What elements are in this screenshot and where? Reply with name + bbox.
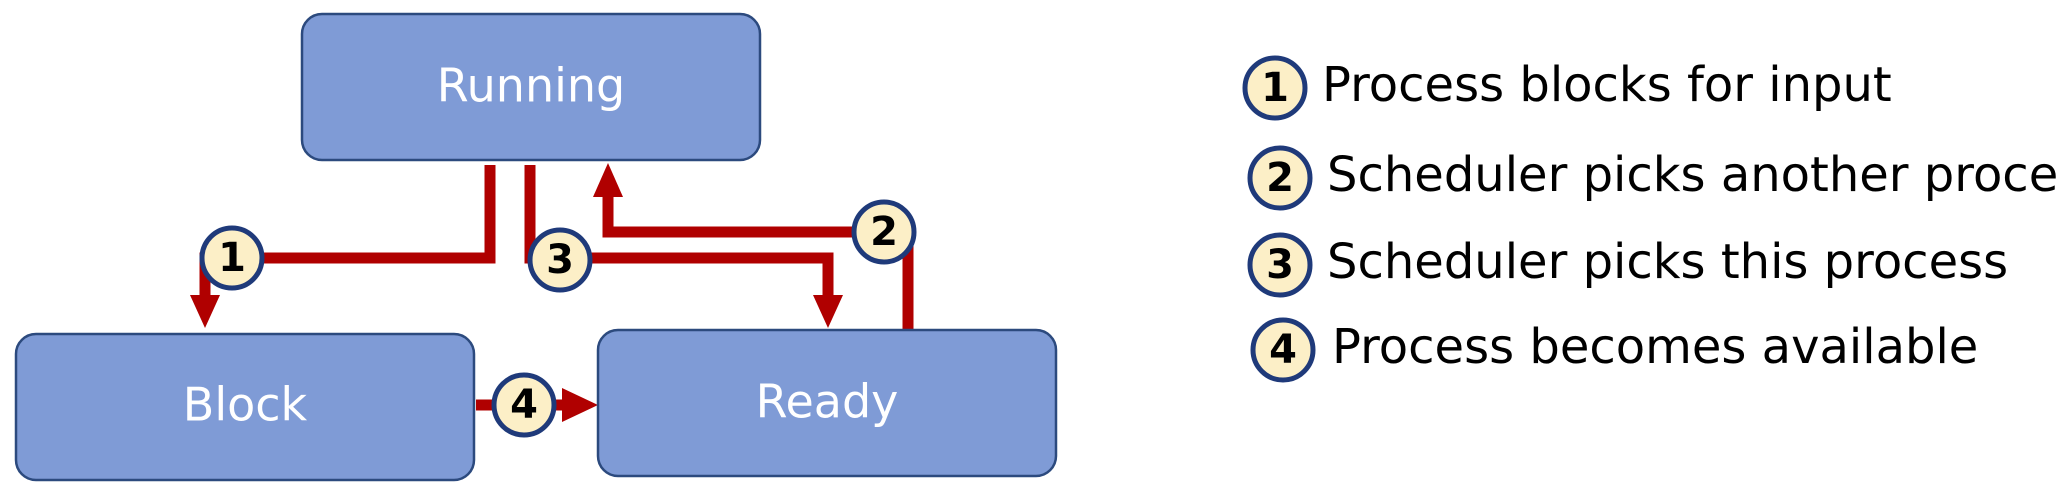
legend-item-4-number: 4 (1269, 327, 1297, 373)
svg-text:3: 3 (546, 237, 574, 283)
legend-item-1-label: Process blocks for input (1322, 57, 1892, 113)
arrowhead-running (593, 163, 623, 197)
state-block: Block (14, 332, 476, 482)
legend-item-1: 1 Process blocks for input (1242, 55, 1892, 121)
svg-text:1: 1 (218, 235, 246, 281)
svg-text:2: 2 (870, 209, 898, 255)
badge-4: 4 (491, 372, 557, 438)
legend-item-2: 2 Scheduler picks another process (1247, 145, 2060, 211)
state-running: Running (300, 12, 762, 162)
legend-item-3-label: Scheduler picks this process (1327, 234, 2008, 290)
legend: 1 Process blocks for input 2 Scheduler p… (1242, 55, 2060, 383)
transition-arrows (190, 163, 914, 422)
legend-item-2-number: 2 (1266, 155, 1294, 201)
badge-3: 3 (527, 227, 593, 293)
legend-item-4-label: Process becomes available (1332, 319, 1978, 375)
arrow-running-to-block (199, 165, 496, 295)
arrow-ready-to-running (602, 195, 914, 330)
state-block-label: Block (183, 378, 308, 432)
arrowhead-ready-side (562, 388, 598, 422)
arrow-running-to-ready (524, 165, 834, 295)
state-ready-label: Ready (756, 375, 899, 429)
state-running-label: Running (437, 59, 626, 113)
arrowhead-ready (813, 295, 843, 328)
badge-1: 1 (199, 225, 265, 291)
arrowhead-block (190, 295, 220, 328)
svg-text:4: 4 (510, 382, 538, 428)
legend-item-2-label: Scheduler picks another process (1327, 147, 2060, 203)
legend-item-1-number: 1 (1261, 65, 1289, 111)
legend-item-3: 3 Scheduler picks this process (1247, 232, 2008, 298)
state-ready: Ready (596, 328, 1058, 478)
legend-item-3-number: 3 (1266, 242, 1294, 288)
badge-2: 2 (851, 199, 917, 265)
legend-item-4: 4 Process becomes available (1250, 317, 1978, 383)
